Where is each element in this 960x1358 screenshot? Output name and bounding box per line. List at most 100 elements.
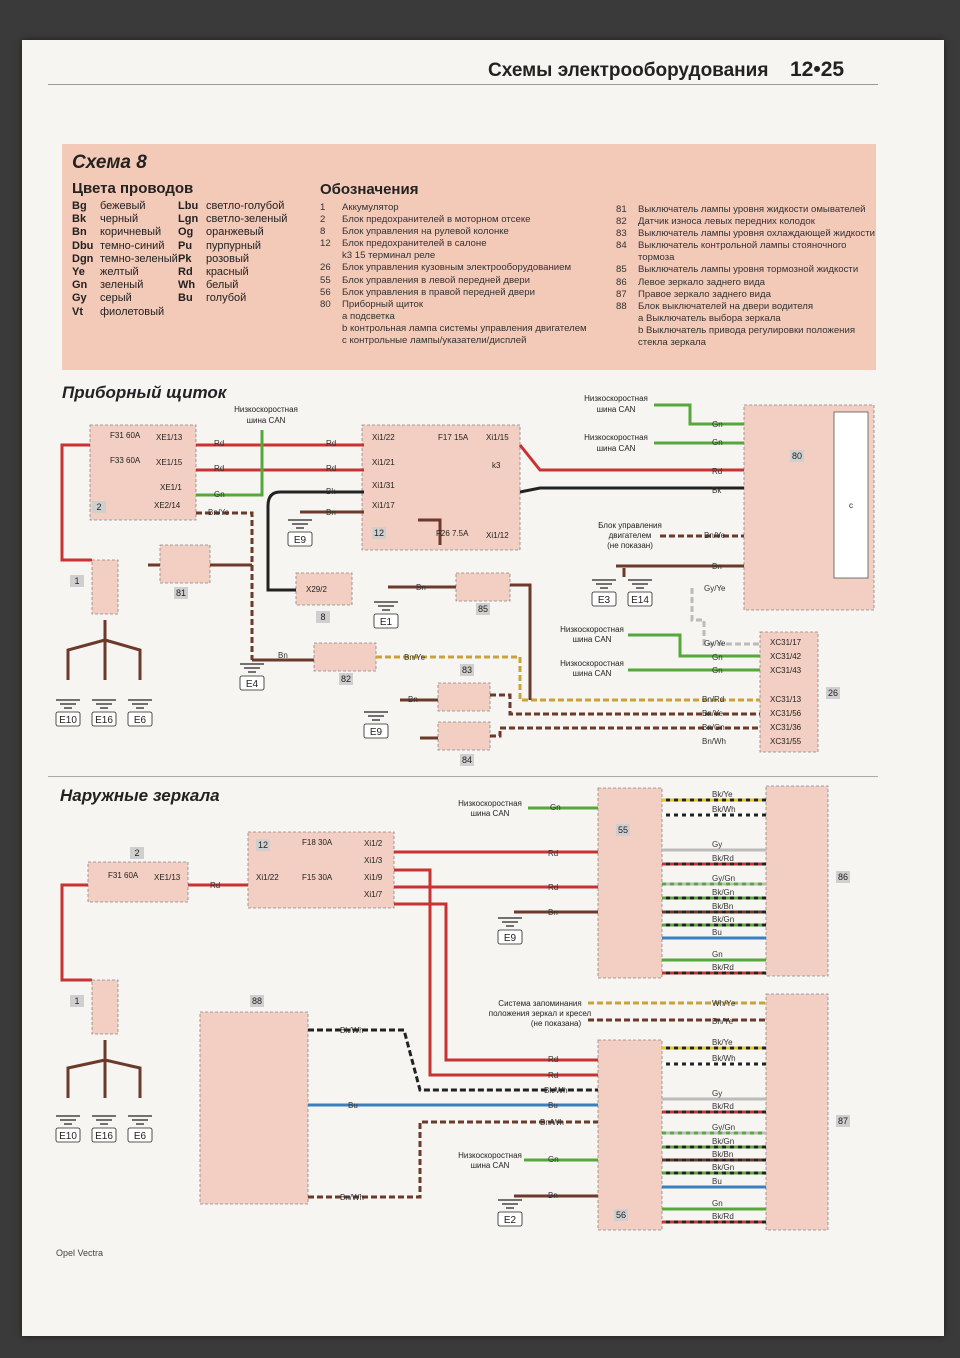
mirror-left-wire-0: Bk/Ye: [712, 790, 733, 799]
designation-number: 26: [320, 262, 331, 274]
section-title-mirrors: Наружные зеркала: [60, 786, 220, 805]
ground-label-box: [373, 613, 399, 629]
wire-label-42: Bn/Ye: [712, 1017, 734, 1026]
pin-xi17: Xi1/7: [364, 890, 383, 899]
designation-row: стекла зеркала: [616, 337, 875, 349]
wire-label-33: Bn/Wh: [340, 1193, 364, 1202]
mirror-left-wire-9: Gn: [712, 950, 723, 959]
ground-label-box: [363, 723, 389, 739]
wire-color-code: Lbu: [178, 200, 199, 212]
ground-symbol: [592, 579, 616, 589]
pin-xi122-bottom: Xi1/22: [256, 873, 279, 882]
pin-xi12: Xi1/2: [364, 839, 383, 848]
ground-e2: E2: [504, 1215, 517, 1226]
mirror-left-wire-1: Bk/Wh: [712, 805, 736, 814]
ground-e14: E14: [631, 595, 649, 606]
section-divider: [48, 776, 878, 777]
memory-note-1: Система запоминания: [498, 999, 581, 1008]
wire-label-32: Bu: [348, 1101, 358, 1110]
pin-xe113: XE1/13: [156, 433, 183, 442]
pin-xi131: Xi1/31: [372, 481, 395, 490]
designation-row: c контрольные лампы/указатели/дисплей: [320, 335, 587, 347]
pin-xi122: Xi1/22: [372, 433, 395, 442]
can-label-cluster-1: Низкоскоростная: [584, 394, 648, 403]
designation-text: Левое зеркало заднего вида: [638, 276, 766, 288]
block-label-56: 56: [616, 1210, 626, 1220]
block-label-1-top: 1: [74, 576, 79, 586]
block-label-1-top-bg: [70, 575, 84, 587]
block-label-26: 26: [828, 688, 838, 698]
wire-color-code: Lgn: [178, 213, 199, 226]
designation-number: 56: [320, 286, 331, 298]
can-label-26-3: Низкоскоростная: [560, 659, 624, 668]
designation-text: Блок предохранителей в моторном отсеке: [342, 214, 531, 226]
ground-label-box: [239, 675, 265, 691]
ground-label-box: [127, 1127, 153, 1143]
ground-symbol: [56, 699, 80, 709]
block-label-83: 83: [462, 665, 472, 675]
page-header-title: Схемы электрооборудования: [488, 60, 769, 81]
ground-symbol: [364, 711, 388, 721]
designation-row: a подсветка: [320, 311, 587, 323]
block-label-85: 85: [478, 604, 488, 614]
can-label-26-2: шина CAN: [573, 635, 612, 644]
designation-number: 55: [320, 274, 331, 286]
wire-label-5: Bn/Ye: [208, 508, 230, 517]
wire-label-20: Gn: [712, 666, 723, 675]
wire-label-30: Gn: [550, 803, 561, 812]
wire-color-name: темно-зеленый: [100, 252, 178, 265]
designation-text: Выключатель контрольной лампы стояночног…: [638, 240, 847, 252]
wire-label-29: Bn: [548, 908, 558, 917]
pin-xe214: XE2/14: [154, 501, 181, 510]
ground-e9-top: E9: [294, 535, 307, 546]
designation-text: Правое зеркало заднего вида: [638, 288, 771, 300]
fuse-f26: F26 7.5A: [436, 529, 469, 538]
mirror-right-wire-2: Gy: [712, 1089, 722, 1098]
can-label-26-1: Низкоскоростная: [560, 625, 624, 634]
ground-symbol: [374, 601, 398, 611]
wire-color-name: бежевый: [100, 200, 146, 212]
fuse-f31-top: F31 60A: [110, 431, 141, 440]
ground-label-box: [497, 1211, 523, 1227]
block-label-12-bottom: 12: [258, 840, 268, 850]
ground-symbol: [288, 519, 312, 529]
wire-color-code: Gn: [72, 279, 88, 292]
wire-color-name: черный: [100, 213, 139, 226]
mirror-right-wire-0: Bk/Ye: [712, 1038, 733, 1047]
designation-text: Выключатель лампы уровня жидкости омыват…: [638, 204, 866, 215]
designation-text: b контрольная лампа системы управления д…: [342, 322, 587, 334]
mirror-right-wire-5: Bk/Gn: [712, 1137, 734, 1146]
can-label-55-2: шина CAN: [471, 809, 510, 818]
wire-label-18: Gy/Ye: [704, 639, 726, 648]
wire-label-3: Rd: [326, 464, 336, 473]
wire-label-25: Bn/Wh: [702, 737, 726, 746]
ground-symbol: [240, 663, 264, 673]
designation-text: Выключатель лампы уровня охлаждающей жид…: [638, 228, 875, 240]
ground-symbol: [128, 699, 152, 709]
pin-xi19: Xi1/9: [364, 873, 383, 882]
block-label-2-bottom: 2: [134, 848, 139, 858]
wire-label-40: Bn: [548, 1191, 558, 1200]
designation-number: 82: [616, 216, 627, 228]
ground-e16-bottom: E16: [95, 1131, 113, 1142]
mirror-right-wire-6: Bk/Bn: [712, 1150, 733, 1159]
designation-row: b Выключатель привода регулировки положе…: [616, 325, 875, 337]
pin-xi115: Xi1/15: [486, 433, 509, 442]
ecu-note-3: (не показан): [607, 541, 653, 550]
mirror-left-wire-5: Bk/Gn: [712, 888, 734, 897]
can-label-cluster-2: шина CAN: [597, 405, 636, 414]
wire-label-28: Rd: [548, 883, 558, 892]
wire-label-12: Bn/Ye: [704, 531, 726, 540]
block-label-88-bg: [250, 995, 264, 1007]
